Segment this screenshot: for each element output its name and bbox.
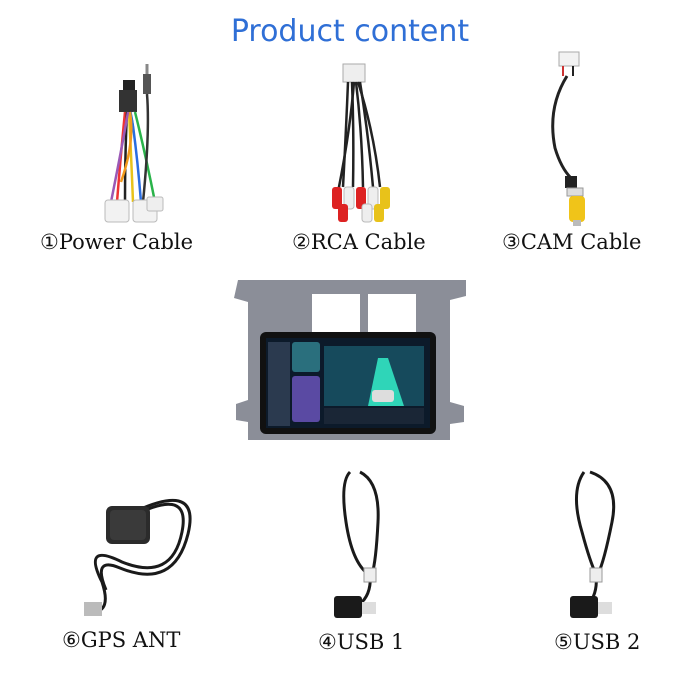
- item-label-cam-cable: ③CAM Cable: [502, 230, 642, 254]
- power-cable-icon: [95, 62, 175, 227]
- page-title: Product content: [230, 14, 470, 49]
- usb-cable-icon: [560, 462, 640, 627]
- rca-cable-icon: [318, 62, 408, 227]
- car-stereo-head-unit-icon: [228, 272, 472, 452]
- item-label-gps-ant: ⑥GPS ANT: [62, 628, 181, 652]
- camera-cable-icon: [545, 48, 605, 228]
- usb-cable-icon: [320, 462, 400, 627]
- gps-antenna-icon: [62, 472, 202, 622]
- item-label-usb-1: ④USB 1: [318, 630, 405, 654]
- item-label-rca-cable: ②RCA Cable: [292, 230, 426, 254]
- item-label-power-cable: ①Power Cable: [40, 230, 194, 254]
- item-label-usb-2: ⑤USB 2: [554, 630, 641, 654]
